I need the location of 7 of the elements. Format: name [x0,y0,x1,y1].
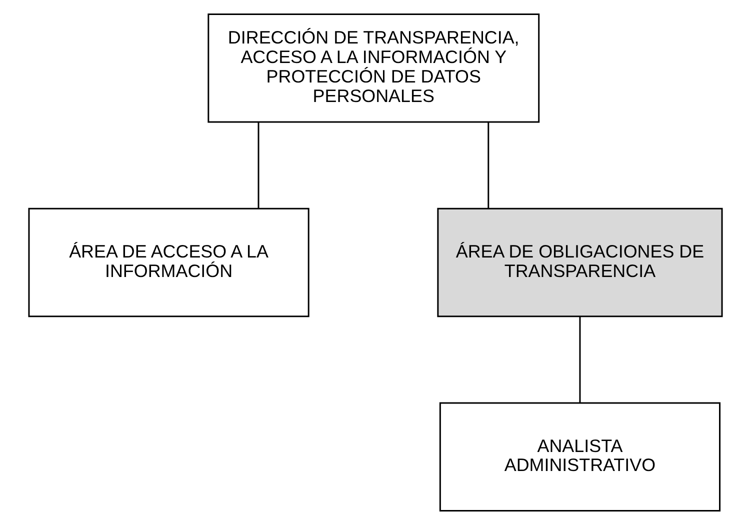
connector [488,122,490,209]
node-box: DIRECCIÓN DE TRANSPARENCIA, ACCESO A LA INFORMACIÓN Y PROTECCIÓN DE DATOS PERSONALES [208,14,540,123]
node-box: ANALISTA ADMINISTRATIVO [439,402,721,512]
node-box: ÁREA DE ACCESO A LA INFORMACIÓN [28,208,310,318]
connector [579,316,581,404]
connector [258,122,260,209]
node-box: ÁREA DE OBLIGACIONES DE TRANSPARENCIA [437,208,723,318]
